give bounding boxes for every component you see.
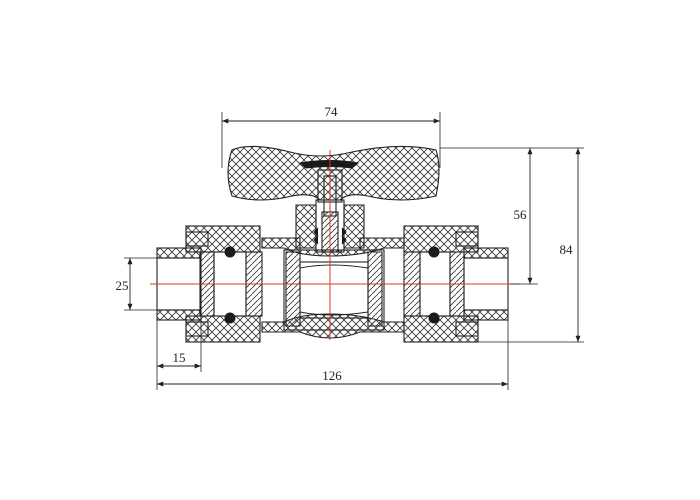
dimension-bore: 25 [116,257,157,311]
dimension-label-15: 15 [173,350,186,365]
dimension-overall-length: 126 [157,320,509,390]
dimension-label-84: 84 [560,242,574,257]
dimension-stem-height: 56 [440,147,538,285]
center-axes [150,150,520,340]
valve-body [261,237,405,339]
dimension-handle-width: 74 [221,104,441,168]
dimension-label-74: 74 [325,104,339,119]
dimension-overall-height: 84 [478,147,584,343]
dimension-label-126: 126 [322,368,342,383]
dimension-label-25: 25 [116,278,129,293]
stem-bonnet [295,199,365,253]
dimension-socket-length: 15 [156,320,202,390]
dimension-label-56: 56 [514,207,528,222]
butterfly-handle [227,145,440,217]
